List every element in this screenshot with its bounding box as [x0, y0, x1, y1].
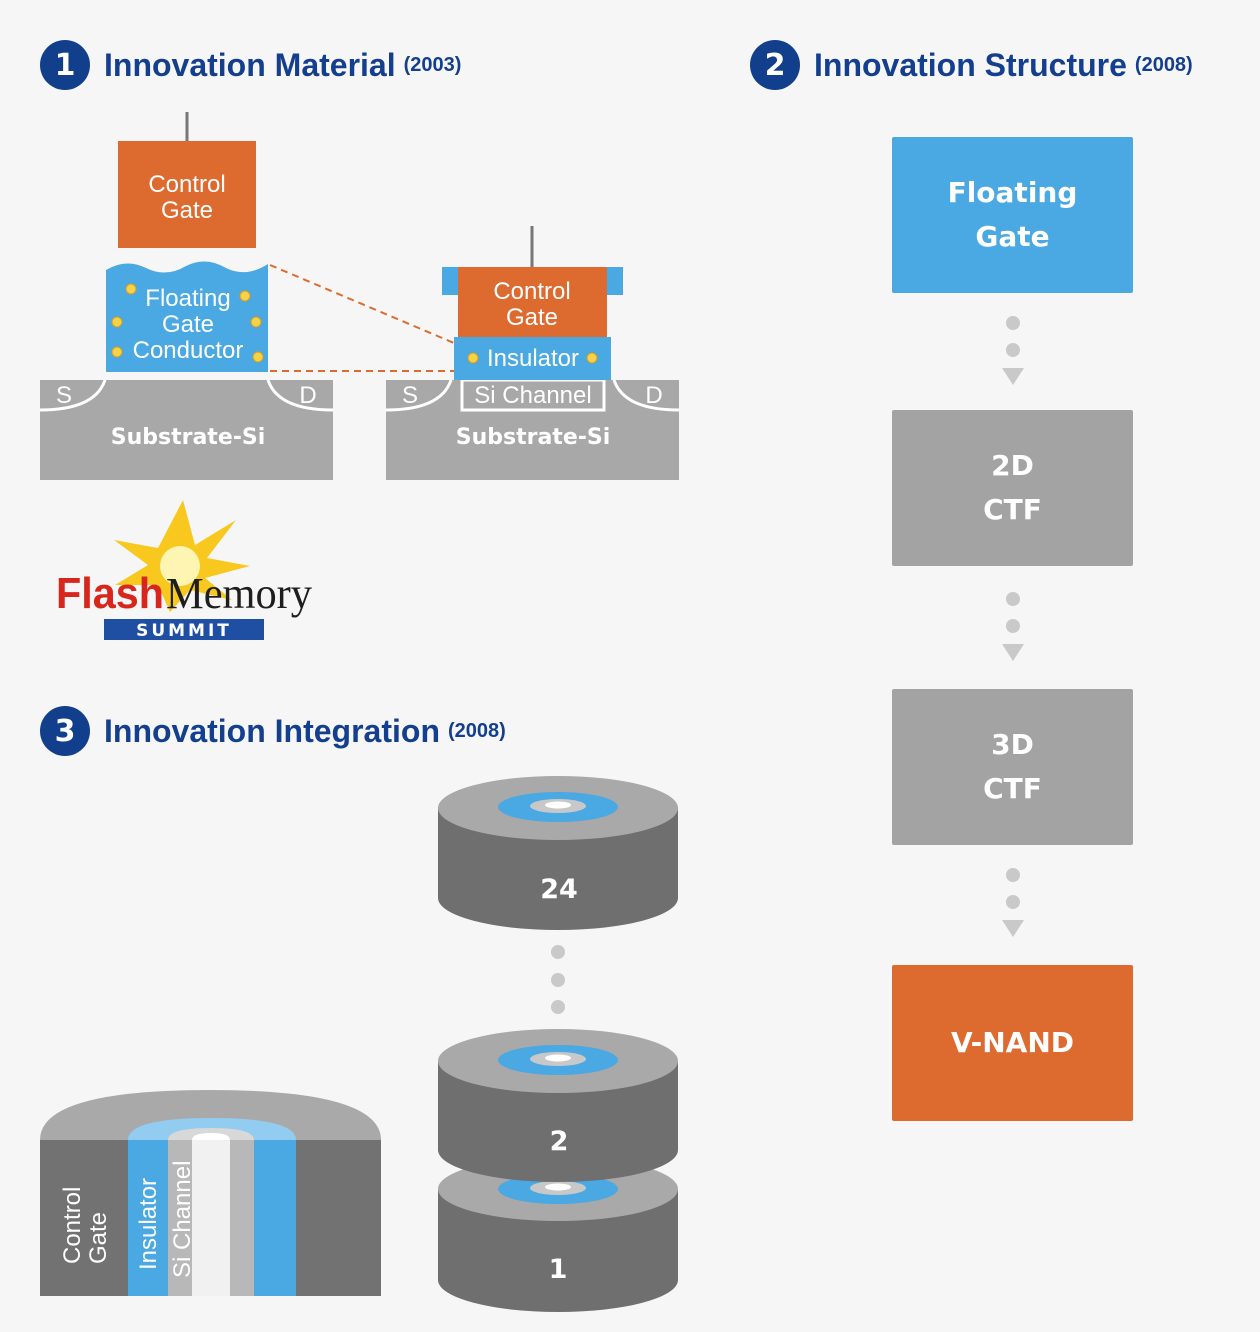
flow-box-3d-ctf: 3D CTF: [892, 689, 1133, 845]
left-substrate-label: Substrate-Si: [111, 425, 266, 450]
disc-24-core: [545, 801, 571, 809]
section-3-title: Innovation Integration: [104, 712, 440, 749]
section-2-header: 2 Innovation Structure (2008): [750, 40, 1193, 90]
stack-layer-1-label: 1: [549, 1254, 568, 1285]
flow-box-v-nand: V-NAND: [892, 965, 1133, 1121]
right-drain-region: [612, 379, 680, 412]
section-3-header: 3 Innovation Integration (2008): [40, 706, 506, 756]
ctf-cell: S D Si Channel Substrate-Si Insulator Co…: [385, 226, 680, 480]
disc-1-core: [545, 1183, 571, 1191]
cutaway-control-gate-label-1: ControlGate: [59, 1187, 112, 1264]
flash-memory-summit-logo: Flash Memory SUMMIT: [56, 500, 312, 641]
left-control-gate-block: [118, 141, 256, 248]
insulator-label: Insulator: [487, 345, 579, 372]
section-1-year: (2003): [403, 53, 462, 76]
flow-box-2d-ctf: 2D CTF: [892, 410, 1133, 566]
section-1-number: 1: [40, 40, 90, 90]
left-source-region: [39, 379, 107, 412]
flow-arrow-2: [1001, 592, 1025, 661]
left-source-label: S: [56, 382, 72, 409]
right-substrate-label: Substrate-Si: [456, 425, 611, 450]
left-drain-label: D: [299, 382, 316, 409]
right-substrate: [386, 380, 679, 480]
section-1-title: Innovation Material: [104, 46, 396, 83]
logo-sun-core: [160, 546, 200, 586]
disc-24-side: [438, 808, 678, 930]
cutaway-si-channel-label: Si Channel: [169, 1161, 196, 1278]
cutaway-core-top: [192, 1133, 230, 1140]
vnand-cutaway: ControlGate Insulator Si Channel: [40, 1090, 381, 1296]
stack-ellipsis: [551, 945, 565, 1014]
left-drain-region: [266, 379, 334, 412]
section-1-header: 1 Innovation Material (2003): [40, 40, 461, 90]
section-2-title: Innovation Structure: [814, 46, 1127, 83]
stack-layer-24-label: 24: [540, 874, 578, 905]
right-control-gate-block: [458, 267, 607, 337]
right-source-label: S: [402, 382, 418, 409]
stack-layer-2-label: 2: [550, 1126, 569, 1157]
dashed-connector-top: [269, 264, 455, 344]
disc-1-side: [438, 1189, 678, 1312]
section-3-number: 3: [40, 706, 90, 756]
right-source-region: [385, 379, 453, 412]
flow-box-floating-gate: Floating Gate: [892, 137, 1133, 293]
trapped-charge-dots: [467, 352, 598, 364]
cutaway-insulator-label: Insulator: [135, 1178, 162, 1270]
flow-arrow-3: [1001, 868, 1025, 937]
si-channel-label: Si Channel: [474, 382, 591, 409]
flow-arrow-1: [1001, 316, 1025, 385]
cutaway-core: [192, 1140, 230, 1296]
floating-gate-label-2: Gate: [162, 311, 214, 338]
floating-gate-block: [106, 261, 268, 372]
stack-disc-2: 2: [438, 1029, 678, 1182]
logo-flash-text: Flash: [56, 569, 164, 618]
disc-2-core: [545, 1054, 571, 1062]
floating-gate-cell: S D Substrate-Si Floating Gate Conductor…: [39, 112, 334, 480]
right-drain-label: D: [645, 382, 662, 409]
insulator-block: [454, 337, 611, 380]
floating-gate-label-3: Conductor: [133, 337, 244, 364]
stack-disc-24: 24: [438, 776, 678, 930]
logo-memory-text: Memory: [166, 569, 312, 618]
section-2-number: 2: [750, 40, 800, 90]
cutaway-top-surface: [40, 1090, 381, 1140]
section-3-year: (2008): [447, 719, 506, 742]
left-substrate: [40, 380, 333, 480]
electron-dots: [111, 283, 264, 363]
disc-2-side: [438, 1061, 678, 1182]
section-2-year: (2008): [1134, 53, 1193, 76]
logo-summit-text: SUMMIT: [136, 621, 232, 641]
logo-summit-bar: [104, 619, 264, 640]
floating-gate-label-1: Floating: [145, 285, 230, 312]
